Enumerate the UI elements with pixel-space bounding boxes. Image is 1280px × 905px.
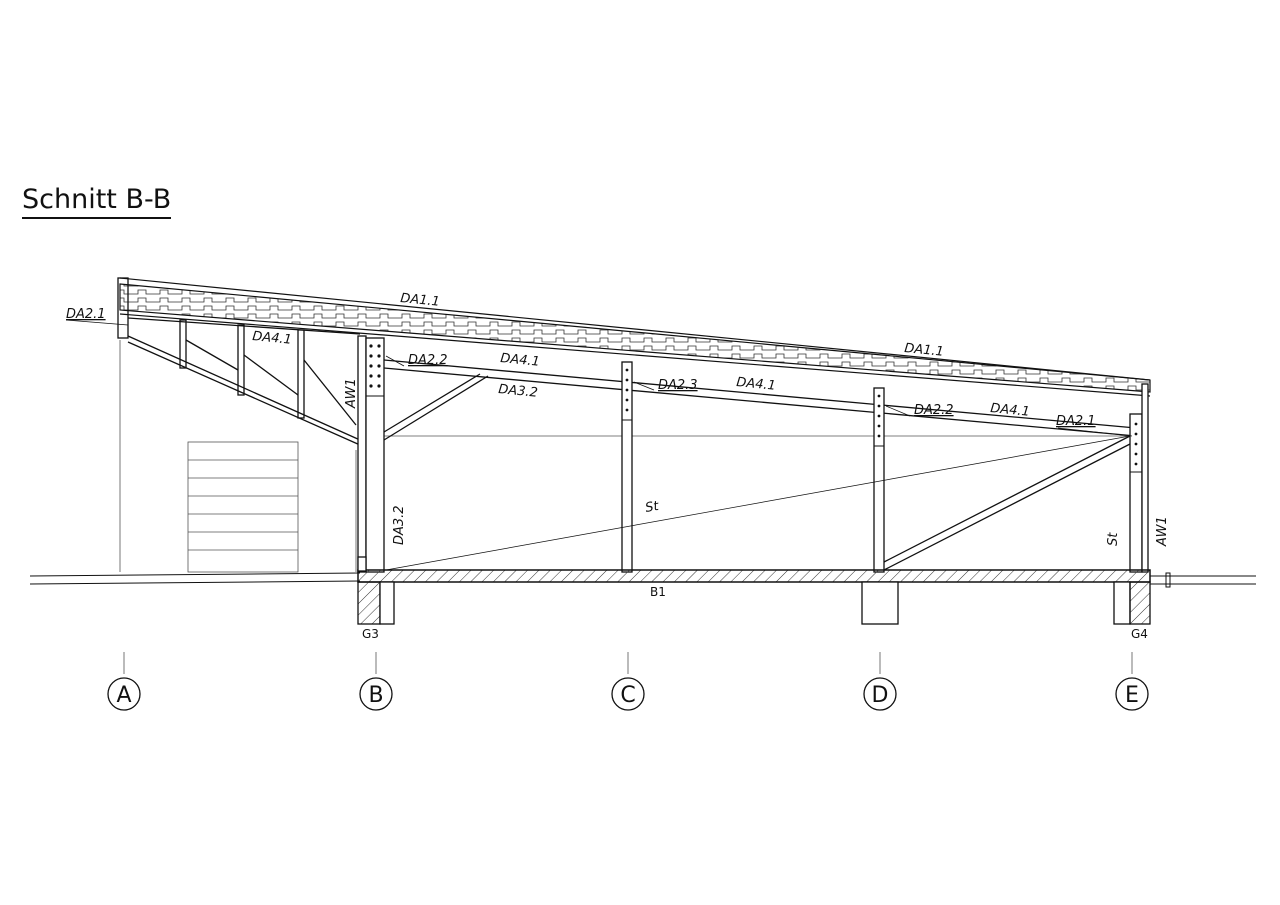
label-da4-1-a: DA4.1 — [252, 329, 293, 348]
axis-label-c: C — [620, 683, 635, 708]
roof-package — [119, 277, 1151, 397]
ground-lines — [29, 572, 1256, 588]
column-connections — [365, 337, 1143, 473]
label-b1: B1 — [650, 585, 666, 599]
axis-marker-b — [359, 677, 393, 711]
label-da4-1-d: DA4.1 — [990, 401, 1031, 420]
label-st-column: St — [1106, 532, 1121, 546]
member-labels: DA1.1 DA1.1 DA2.1 DA2.1 DA2.2 DA2.2 DA2.… — [66, 291, 1170, 641]
label-da4-1-c: DA4.1 — [736, 375, 777, 394]
label-da3-2-column: DA3.2 — [392, 505, 407, 545]
label-da2-1-right: DA2.1 — [1056, 414, 1096, 429]
bolt-dots — [369, 344, 1138, 466]
braces — [383, 373, 1131, 571]
label-st-brace: St — [644, 499, 661, 516]
axis-markers — [107, 677, 1149, 711]
leader-lines — [65, 319, 1133, 437]
foundations — [357, 556, 1151, 625]
axis-marker-e — [1115, 677, 1149, 711]
label-da3-2-beam: DA3.2 — [498, 382, 539, 401]
page-title: Schnitt B-B — [22, 184, 172, 219]
label-da2-1-left: DA2.1 — [66, 307, 106, 322]
axis-lines — [123, 652, 1133, 674]
label-da4-1-b: DA4.1 — [500, 351, 541, 370]
axis-marker-a — [107, 677, 141, 711]
label-da2-2-b: DA2.2 — [914, 403, 954, 418]
floor-slab — [357, 569, 1151, 583]
axis-label-a: A — [116, 683, 131, 708]
label-da1-right: DA1.1 — [904, 341, 945, 360]
left-cantilever-truss — [117, 277, 361, 446]
axis-label-d: D — [872, 683, 889, 708]
label-da2-2-a: DA2.2 — [408, 353, 448, 368]
axis-label-b: B — [368, 683, 383, 708]
main-beam — [383, 359, 1137, 437]
label-aw1-left: AW1 — [344, 378, 359, 409]
label-da1-left: DA1.1 — [400, 291, 441, 310]
axis-marker-c — [611, 677, 645, 711]
axis-marker-d — [863, 677, 897, 711]
label-aw1-right: AW1 — [1155, 516, 1170, 547]
label-da2-3: DA2.3 — [658, 378, 698, 393]
axis-labels: A B C D E — [116, 683, 1138, 708]
tension-rod — [385, 435, 1131, 571]
left-wall-and-door — [119, 340, 1130, 573]
axis-label-e: E — [1125, 683, 1139, 708]
label-g3: G3 — [362, 627, 379, 641]
label-g4: G4 — [1131, 627, 1148, 641]
